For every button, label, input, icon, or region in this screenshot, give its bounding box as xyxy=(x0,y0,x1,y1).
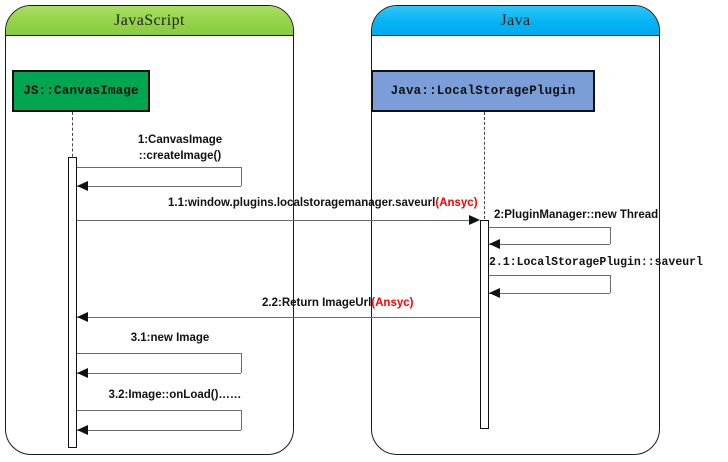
message-2-turn-line xyxy=(610,227,611,244)
message-1-label-line1: 1:CanvasImage xyxy=(100,134,260,146)
message-1-label-line2-text: ::createImage() xyxy=(138,150,222,162)
message-2-1-out-line xyxy=(489,275,611,276)
message-2-label-text: 2:PluginManager::new Thread xyxy=(494,209,659,221)
message-2-2-label: 2.2:Return ImageUrl(Ansyc) xyxy=(262,297,413,309)
lifeline-java-localstorageplugin xyxy=(484,112,485,224)
message-1-label-line1-text: 1:CanvasImage xyxy=(137,134,223,146)
participant-java-localstorageplugin-label: Java::LocalStoragePlugin xyxy=(390,84,576,98)
message-3-1-return-arrowhead xyxy=(77,368,88,378)
lane-java-header: Java xyxy=(372,6,659,36)
message-1-turn-line xyxy=(241,167,242,186)
message-2-2-label-text: 2.2:Return ImageUrl xyxy=(262,297,372,309)
message-3-2-out-line xyxy=(77,410,242,411)
participant-js-canvasimage-label: JS::CanvasImage xyxy=(23,84,139,98)
message-3-2-return-arrowhead xyxy=(77,425,88,435)
message-2-2-return-arrowhead xyxy=(77,312,88,322)
message-3-1-out-line xyxy=(77,353,242,354)
message-3-2-label-text: 3.2:Image::onLoad()…… xyxy=(108,389,242,401)
lane-java-title: Java xyxy=(500,11,531,29)
participant-js-canvasimage[interactable]: JS::CanvasImage xyxy=(12,70,150,112)
message-2-label: 2:PluginManager::new Thread xyxy=(494,209,658,221)
message-2-1-label-text: 2.1:LocalStoragePlugin::saveurl xyxy=(489,256,703,269)
message-3-2-return-line xyxy=(77,430,241,431)
participant-java-localstorageplugin[interactable]: Java::LocalStoragePlugin xyxy=(371,70,595,112)
message-3-2-label: 3.2:Image::onLoad()…… xyxy=(90,389,260,401)
message-2-1-return-line xyxy=(489,293,610,294)
message-1-1-label: 1.1:window.plugins.localstoragemanager.s… xyxy=(168,197,478,209)
message-1-1-line xyxy=(77,220,471,221)
message-3-1-turn-line xyxy=(241,353,242,373)
lifeline-js-canvasimage xyxy=(72,112,73,162)
message-3-2-turn-line xyxy=(241,410,242,430)
message-3-1-return-line xyxy=(77,373,241,374)
message-2-out-line xyxy=(489,227,611,228)
message-2-1-return-arrowhead xyxy=(489,288,500,298)
message-2-return-line xyxy=(489,244,610,245)
message-1-1-async-marker: (Ansyc) xyxy=(435,197,478,209)
message-2-2-line xyxy=(77,317,480,318)
message-1-label-line2: ::createImage() xyxy=(100,150,260,162)
message-1-1-arrowhead xyxy=(469,215,480,225)
lane-javascript-title: JavaScript xyxy=(114,11,185,29)
message-1-return-line xyxy=(77,186,241,187)
message-1-1-label-text: 1.1:window.plugins.localstoragemanager.s… xyxy=(168,197,436,209)
message-2-2-async-marker: (Ansyc) xyxy=(371,297,414,309)
message-1-return-arrowhead xyxy=(77,181,88,191)
message-1-out-line xyxy=(77,167,242,168)
activation-bar-js-canvasimage xyxy=(68,157,77,448)
message-3-1-label-text: 3.1:new Image xyxy=(130,332,210,344)
message-3-1-label: 3.1:new Image xyxy=(90,332,250,344)
activation-bar-java-localstorageplugin xyxy=(480,220,489,429)
message-2-return-arrowhead xyxy=(489,239,500,249)
message-2-1-label: 2.1:LocalStoragePlugin::saveurl xyxy=(489,256,703,269)
lane-javascript-header: JavaScript xyxy=(6,6,293,36)
message-2-1-turn-line xyxy=(610,275,611,293)
lane-java: Java xyxy=(371,5,660,455)
